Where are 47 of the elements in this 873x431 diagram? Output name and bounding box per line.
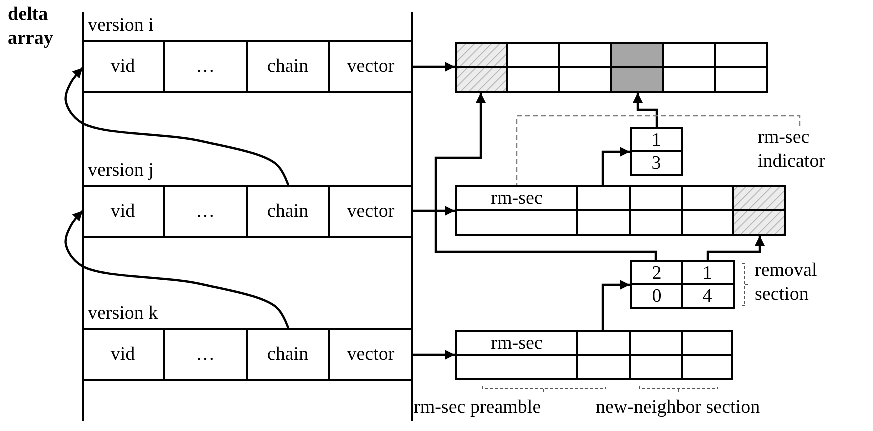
arrow xyxy=(602,147,630,185)
neighbor-array xyxy=(455,330,733,380)
neighbor-array xyxy=(455,185,786,236)
section-label: rm-sec preamble xyxy=(414,396,542,420)
arrow xyxy=(412,62,455,72)
record-field: vector xyxy=(330,330,412,379)
cell-value: 1 xyxy=(650,131,662,150)
index-table xyxy=(630,127,683,176)
arrow xyxy=(706,236,765,260)
record-field: … xyxy=(165,187,248,236)
record-row xyxy=(83,40,412,93)
record-field: chain xyxy=(248,42,330,91)
cell-value: 4 xyxy=(702,286,714,306)
record-label: version k xyxy=(88,303,158,325)
record-row xyxy=(83,185,412,238)
section-label: new-neighbor section xyxy=(596,396,762,420)
heading-label: delta array xyxy=(8,3,54,51)
neighbor-array xyxy=(455,42,768,93)
record-field: … xyxy=(165,42,248,91)
record-field: vid xyxy=(83,330,165,379)
arrow xyxy=(602,280,630,330)
cell-value: 1 xyxy=(702,264,714,284)
arrow xyxy=(434,93,658,260)
annotation-text: rm-sec indicator xyxy=(758,126,858,174)
arrow xyxy=(633,93,658,127)
dashed-leader-line xyxy=(516,115,801,185)
arrow xyxy=(64,67,290,188)
cell-label: rm-sec xyxy=(490,334,544,353)
arrow xyxy=(412,350,455,360)
record-field: … xyxy=(165,330,248,379)
cell-label: rm-sec xyxy=(490,189,544,208)
record-field: chain xyxy=(248,187,330,236)
arrow xyxy=(64,210,290,330)
record-row xyxy=(83,328,412,381)
cell-value: 0 xyxy=(651,286,663,306)
record-field: vid xyxy=(83,42,165,91)
cell-value: 3 xyxy=(650,154,662,173)
cell-value: 2 xyxy=(651,264,663,284)
record-field: vid xyxy=(83,187,165,236)
index-table xyxy=(630,260,735,309)
record-label: version j xyxy=(88,160,154,182)
record-field: chain xyxy=(248,330,330,379)
record-field: vector xyxy=(330,187,412,236)
arrow xyxy=(412,206,455,216)
section-label: removal section xyxy=(755,259,818,307)
record-label: version i xyxy=(88,15,154,37)
record-field: vector xyxy=(330,42,412,91)
